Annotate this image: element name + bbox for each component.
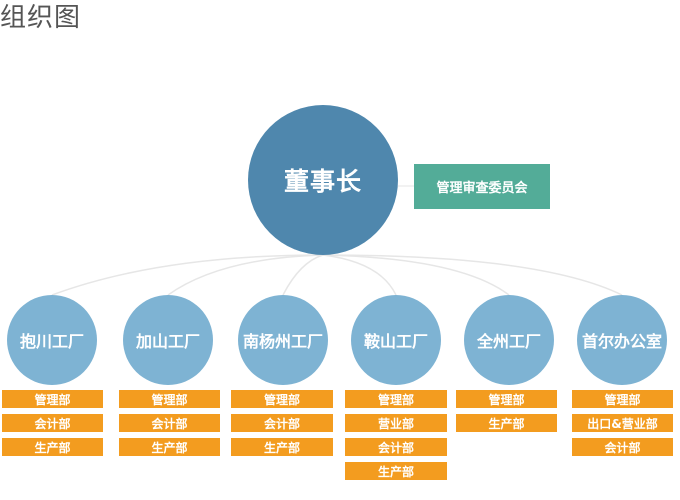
ceo-connector-factory-3 [282, 254, 324, 296]
dept-list-factory-2: 管理部 会计部 生产部 [119, 390, 220, 462]
factory-node-1: 抱川工厂 [7, 295, 97, 385]
department-box: 营业部 [345, 414, 447, 432]
factory-node-5: 全州工厂 [464, 295, 554, 385]
ceo-connector-factory-1 [51, 254, 324, 296]
department-box: 生产部 [119, 438, 220, 456]
department-box: 生产部 [456, 414, 557, 432]
department-box: 生产部 [345, 462, 447, 480]
department-box: 会计部 [572, 438, 673, 456]
ceo-node: 董事长 [248, 105, 398, 255]
page-title: 组织图 [0, 3, 82, 33]
ceo-connector-factory-6 [322, 254, 623, 296]
ceo-connector-factory-5 [322, 254, 510, 296]
department-box: 管理部 [119, 390, 220, 408]
dept-list-factory-5: 管理部 生产部 [456, 390, 557, 438]
department-box: 管理部 [2, 390, 103, 408]
department-box: 生产部 [231, 438, 333, 456]
factory-node-3: 南杨州工厂 [238, 295, 328, 385]
dept-list-factory-6: 管理部 出口&营业部 会计部 [572, 390, 673, 462]
dept-list-factory-1: 管理部 会计部 生产部 [2, 390, 103, 462]
ceo-connector-factory-2 [167, 254, 324, 296]
department-box: 出口&营业部 [572, 414, 673, 432]
dept-list-factory-4: 管理部 营业部 会计部 生产部 [345, 390, 447, 486]
department-box: 管理部 [231, 390, 333, 408]
dept-list-factory-3: 管理部 会计部 生产部 [231, 390, 333, 462]
committee-node: 管理审查委员会 [414, 164, 550, 209]
department-box: 会计部 [2, 414, 103, 432]
department-box: 管理部 [345, 390, 447, 408]
factory-node-2: 加山工厂 [123, 295, 213, 385]
factory-node-6: 首尔办公室 [577, 295, 667, 385]
factory-node-4: 鞍山工厂 [351, 295, 441, 385]
department-box: 会计部 [345, 438, 447, 456]
department-box: 生产部 [2, 438, 103, 456]
ceo-connector-factory-4 [322, 254, 397, 296]
department-box: 会计部 [231, 414, 333, 432]
department-box: 管理部 [456, 390, 557, 408]
department-box: 管理部 [572, 390, 673, 408]
department-box: 会计部 [119, 414, 220, 432]
